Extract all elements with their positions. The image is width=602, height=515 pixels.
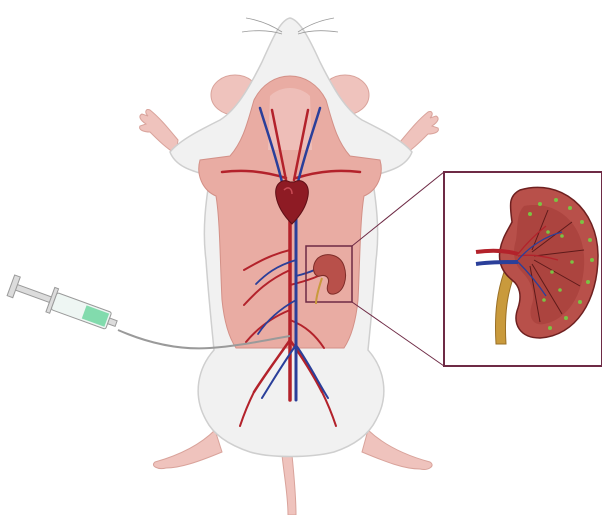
syringe-plunger <box>14 284 54 303</box>
mouse-tail <box>282 455 296 515</box>
left-front-paw <box>140 109 178 154</box>
right-hind-foot <box>362 430 432 469</box>
inset-renal-vein <box>476 262 518 264</box>
syringe-icon <box>6 273 120 336</box>
syringe-tip <box>108 318 118 326</box>
left-hind-foot <box>153 430 222 469</box>
